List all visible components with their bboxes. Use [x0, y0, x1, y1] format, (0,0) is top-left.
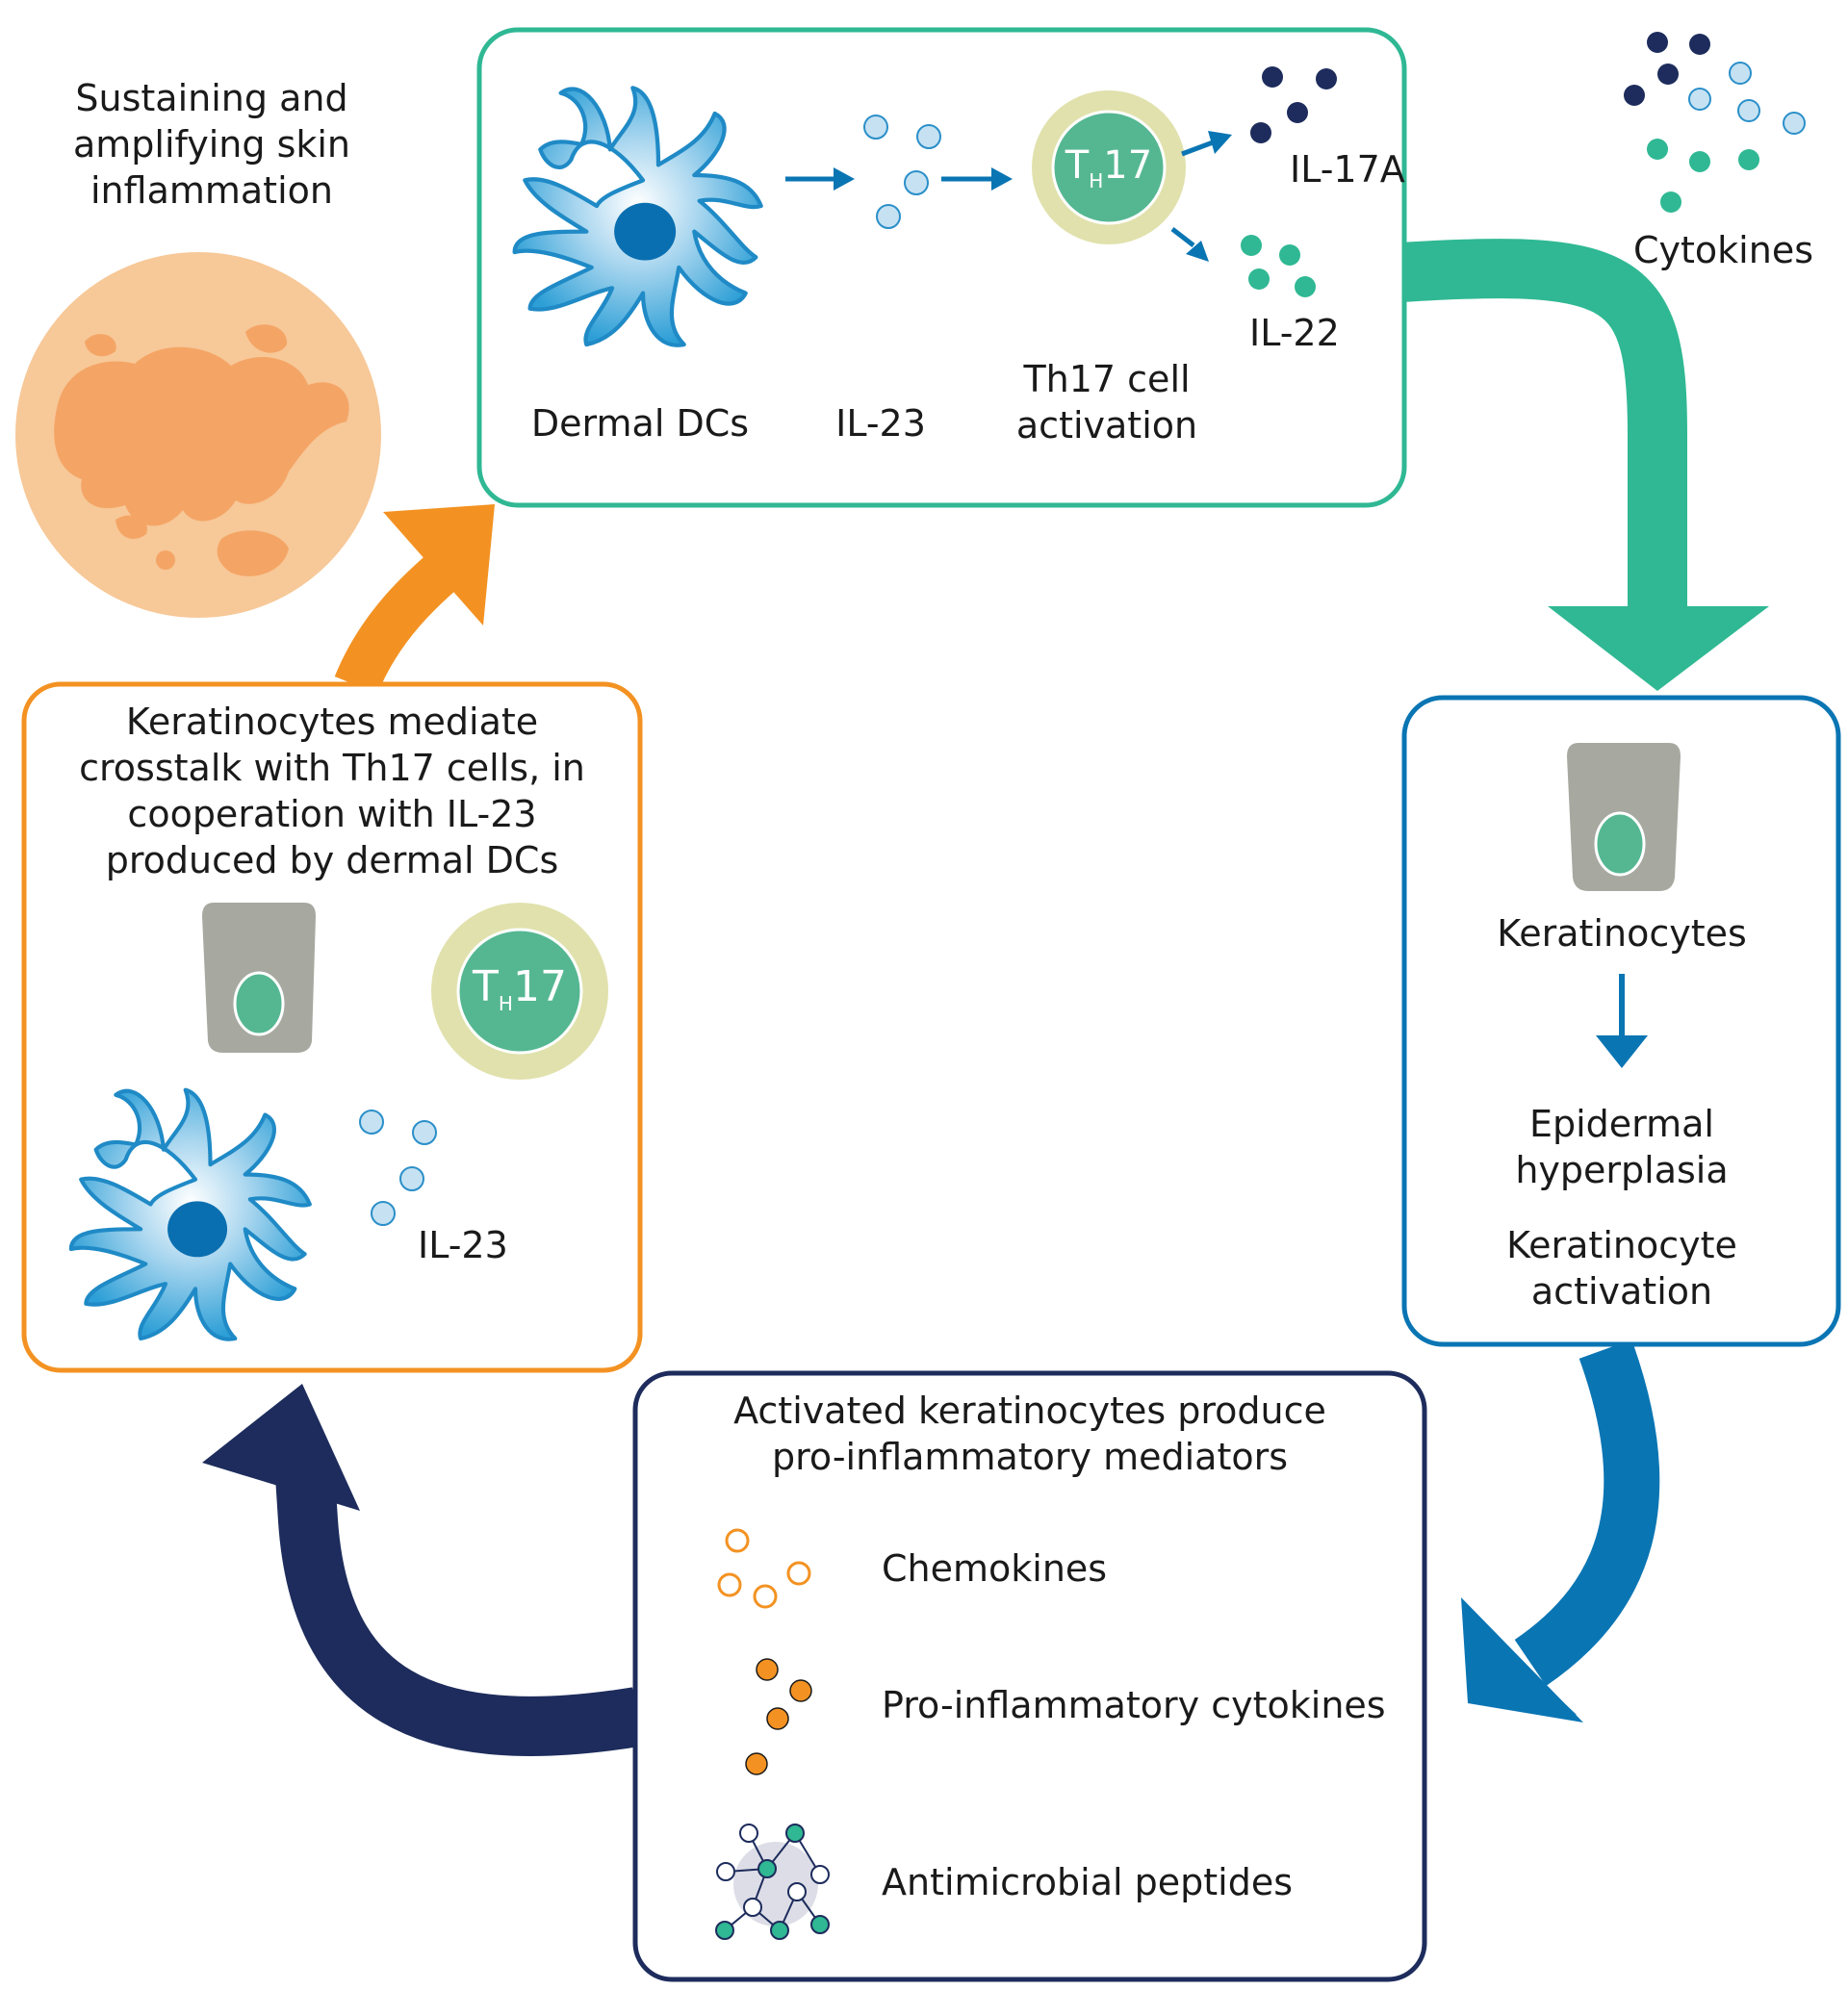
epidermal-hyperplasia-line2: hyperplasia — [1515, 1149, 1729, 1191]
il17a-dots — [1250, 66, 1337, 143]
th17-badge-left: TH17 — [473, 962, 567, 1016]
chemokines-icon — [717, 1528, 811, 1609]
blue-cycle-arrow — [1461, 1339, 1660, 1722]
keratinocyte-activation-line1: Keratinocyte — [1506, 1224, 1737, 1266]
green-cycle-arrow — [1400, 239, 1769, 691]
keratinocyte-activation-line2: activation — [1530, 1270, 1713, 1313]
dermal-dcs-label: Dermal DCs — [530, 402, 750, 445]
il22-label: IL-22 — [1249, 312, 1340, 354]
sustaining-label-line2: amplifying skin — [72, 123, 351, 166]
mediators-title-line2: pro-inflammatory mediators — [771, 1436, 1289, 1478]
crosstalk-text-line3: cooperation with IL-23 — [127, 793, 537, 835]
keratinocyte-cell-icon-right — [1567, 743, 1681, 891]
th17-badge-top: TH17 — [1065, 143, 1153, 192]
keratinocytes-label: Keratinocytes — [1497, 912, 1747, 955]
antimicrobial-peptides-label: Antimicrobial peptides — [882, 1861, 1294, 1903]
th17-cell-icon-top — [1032, 90, 1186, 244]
skin-plaque-illustration — [15, 252, 381, 618]
crosstalk-text-line2: crosstalk with Th17 cells, in — [79, 747, 585, 789]
crosstalk-text-line1: Keratinocytes mediate — [125, 701, 539, 743]
sustaining-label-line3: inflammation — [90, 169, 333, 212]
il22-dots — [1241, 235, 1316, 297]
navy-cycle-arrow — [202, 1384, 642, 1756]
cytokines-legend-dots — [1624, 32, 1806, 213]
mediators-title-line1: Activated keratinocytes produce — [733, 1390, 1326, 1432]
il23-dots-left — [359, 1110, 437, 1226]
crosstalk-text-line4: produced by dermal DCs — [105, 839, 559, 881]
small-arrow-dc-to-il23 — [785, 167, 855, 191]
chemokines-label: Chemokines — [882, 1547, 1108, 1590]
th17-activation-label-line2: activation — [1015, 404, 1198, 446]
small-arrow-to-il22 — [1170, 227, 1209, 262]
small-arrow-il23-to-th17 — [941, 167, 1013, 191]
pro-inflammatory-cytokines-label: Pro-inflammatory cytokines — [882, 1684, 1386, 1726]
th17-activation-label-line1: Th17 cell — [1023, 358, 1191, 400]
sustaining-label-line1: Sustaining and — [75, 77, 348, 119]
mediators-box — [632, 1370, 1427, 1982]
pro-inflammatory-cytokines-icon — [745, 1658, 812, 1775]
small-arrow-to-il17a — [1181, 131, 1232, 157]
epidermal-hyperplasia-line1: Epidermal — [1528, 1103, 1714, 1145]
il17a-label: IL-17A — [1290, 148, 1405, 191]
il23-label-left: IL-23 — [418, 1224, 508, 1266]
cytokines-legend-label: Cytokines — [1633, 229, 1813, 271]
th17-cell-icon-left — [431, 903, 608, 1080]
orange-cycle-arrow — [334, 504, 495, 695]
antimicrobial-peptides-icon — [715, 1824, 830, 1940]
keratinocyte-cell-icon-left — [202, 903, 316, 1053]
il23-label-top: IL-23 — [835, 402, 926, 445]
down-arrow-keratinocyte — [1596, 974, 1648, 1068]
il23-dots — [863, 115, 941, 229]
